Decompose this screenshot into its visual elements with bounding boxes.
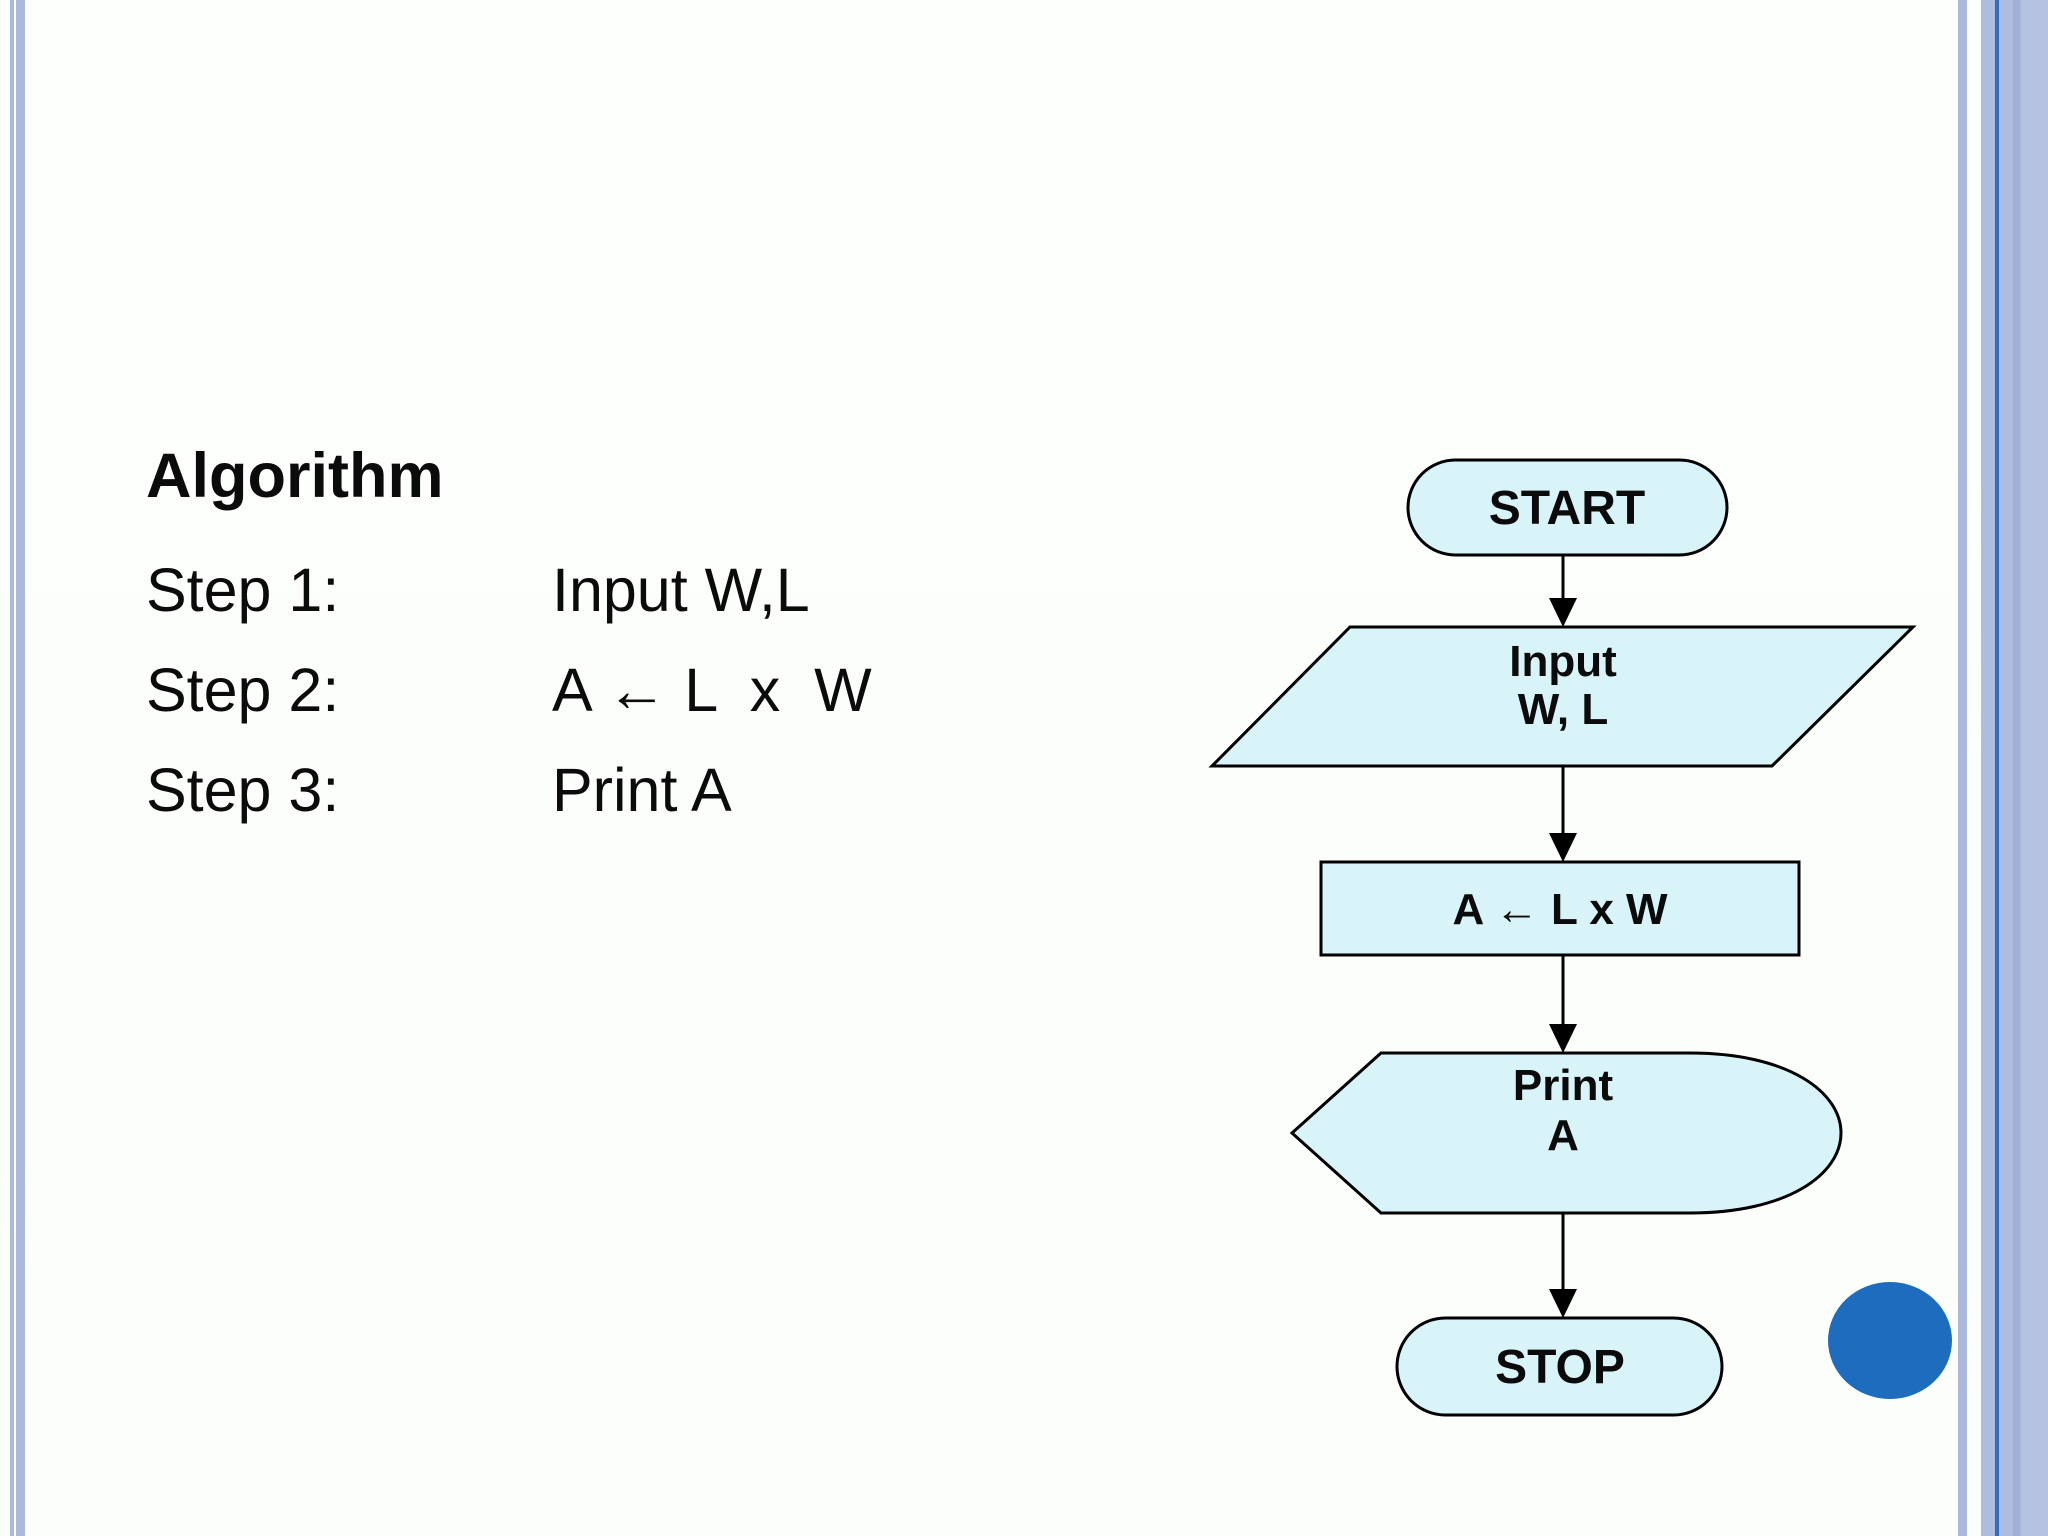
- print-display-shape: [1289, 1051, 1843, 1215]
- process-label: A ← L x W: [1452, 885, 1668, 934]
- start-terminator-shape: [1406, 458, 1729, 557]
- start-label: START: [1489, 482, 1645, 535]
- flow-arrow-print-to-stop: [1549, 1213, 1577, 1318]
- arrow-down-icon: [1549, 1289, 1577, 1318]
- step-1-text: Input W,L: [552, 556, 810, 624]
- process-rectangle-shape: [1319, 860, 1801, 957]
- stop-terminator-shape: [1395, 1316, 1724, 1417]
- blue-circle-decoration: [1828, 1282, 1952, 1399]
- step-row-1: Step 1: Input W,L: [146, 540, 872, 640]
- input-label-line2: W, L: [1518, 685, 1608, 734]
- flow-node-input: Input W, L: [1208, 625, 1917, 768]
- right-border-medium-stripe: [2013, 0, 2020, 1536]
- arrow-down-icon: [1549, 833, 1577, 862]
- input-label-line1: Input: [1509, 637, 1617, 686]
- step-row-3: Step 3: Print A: [146, 740, 872, 840]
- left-border-wide-stripe: [16, 0, 25, 1536]
- flow-arrow-process-to-print: [1549, 955, 1577, 1053]
- algorithm-steps: Step 1: Input W,L Step 2: A ← L x W Step…: [146, 540, 872, 840]
- flow-arrow-input-to-process: [1549, 766, 1577, 862]
- print-label-line1: Print: [1513, 1061, 1614, 1110]
- arrow-down-icon: [1549, 598, 1577, 627]
- right-border-light-stripe: [2022, 0, 2048, 1536]
- flow-node-stop: STOP: [1395, 1316, 1724, 1417]
- step-3-text: Print A: [552, 756, 732, 824]
- flow-arrow-start-to-input: [1549, 555, 1577, 627]
- right-border-dark-line: [1995, 0, 1999, 1536]
- page-title: Algorithm: [146, 441, 444, 511]
- step-3-label: Step 3:: [146, 756, 340, 824]
- step-2-text: A ← L x W: [552, 656, 872, 724]
- left-border-thin-stripe: [10, 0, 14, 1536]
- step-1-label: Step 1:: [146, 556, 340, 624]
- flow-node-start: START: [1406, 458, 1729, 557]
- input-parallelogram-shape: [1208, 625, 1917, 768]
- step-2-label: Step 2:: [146, 656, 340, 724]
- arrow-down-icon: [1549, 1024, 1577, 1053]
- step-row-2: Step 2: A ← L x W: [146, 640, 872, 740]
- print-label-line2: A: [1547, 1111, 1579, 1160]
- flow-node-print: Print A: [1289, 1051, 1843, 1215]
- right-border-thin-stripe: [1958, 0, 1967, 1536]
- stop-label: STOP: [1495, 1341, 1625, 1394]
- flow-node-process: A ← L x W: [1319, 860, 1801, 957]
